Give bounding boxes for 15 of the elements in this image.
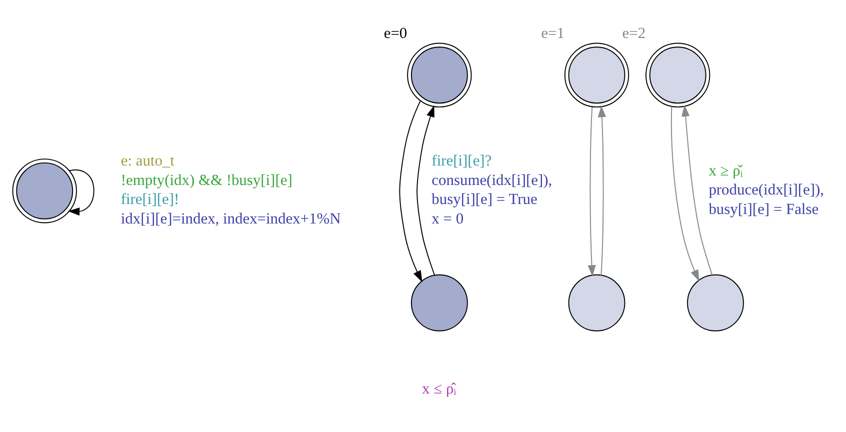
label: x ≤ ρ̂ᵢ	[422, 380, 456, 397]
label: x = 0	[432, 210, 464, 228]
label: x ≥ ρ̌ᵢ	[708, 162, 743, 179]
label: produce(idx[i][e]),	[708, 181, 824, 198]
label: idx[i][e]=index, index=index+1%N	[120, 210, 341, 228]
label: busy[i][e] = True	[432, 190, 538, 208]
label: busy[i][e] = False	[708, 200, 819, 218]
node-label: e=0	[384, 24, 408, 42]
node-label: e=1	[541, 24, 564, 42]
label: e: auto_t	[120, 152, 174, 170]
node-label: e=2	[622, 24, 646, 42]
label: fire[i][e]?	[432, 152, 492, 170]
label: !empty(idx) && !busy[i][e]	[120, 171, 292, 188]
label: fire[i][e]!	[120, 190, 180, 208]
label: consume(idx[i][e]),	[432, 171, 552, 188]
